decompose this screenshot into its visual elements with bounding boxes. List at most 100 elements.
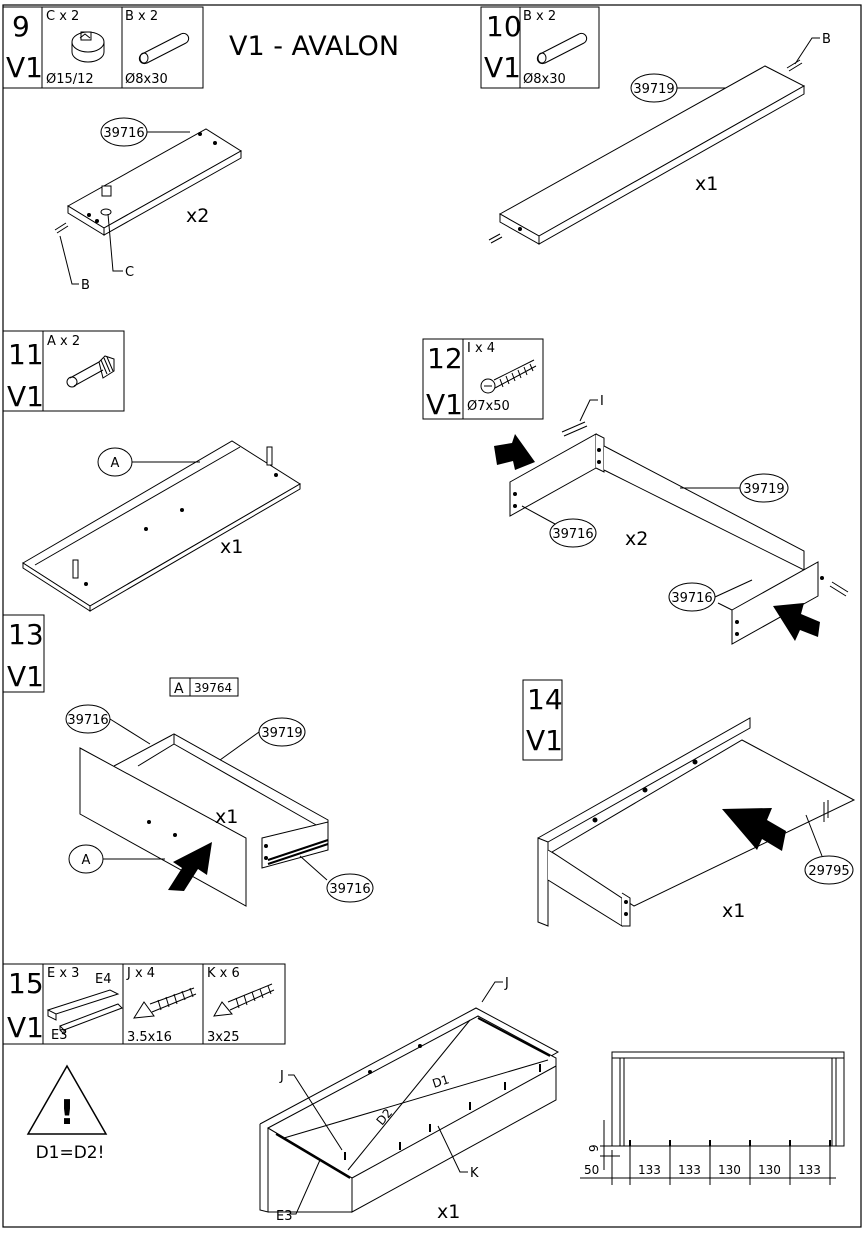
dim-spacing-5: 133 (798, 1163, 821, 1177)
s12-qty: x2 (625, 528, 648, 550)
screw-icon (133, 987, 197, 1019)
warning-mark: ! (59, 1093, 75, 1133)
dim-spacing-4: 130 (758, 1163, 781, 1177)
step-11: 11 V1 A x 2 A x1 (2, 330, 301, 612)
step-13: 13 V1 A 39764 39716 39719 x1 A 39716 (2, 614, 374, 907)
step-13-header-box (2, 614, 45, 693)
step-13-version: V1 (7, 660, 44, 693)
dimension-drawing (580, 1051, 845, 1185)
frame-assembly-drawing (509, 421, 849, 645)
drawer-box-drawing (79, 733, 329, 907)
panel-a-drawing (22, 440, 301, 612)
step-15-version: V1 (7, 1011, 44, 1044)
step-10-version: V1 (484, 51, 521, 84)
warning-text: D1=D2! (36, 1143, 105, 1163)
dim-spacing-1: 133 (638, 1163, 661, 1177)
s9-b-label: B (81, 278, 90, 293)
push-arrow-icon (168, 842, 212, 891)
step-9-version: V1 (6, 51, 43, 84)
s11-a-callout: A (111, 456, 120, 471)
cabinet-base-drawing (537, 717, 856, 927)
s15-e3-label: E3 (276, 1209, 293, 1224)
s15-k-label: K (470, 1166, 479, 1181)
board-39716-drawing (54, 128, 242, 236)
s13-a-callout: A (82, 853, 91, 868)
step-9-part-c-size: Ø15/12 (46, 72, 94, 87)
step-10-header-box (480, 6, 600, 89)
step-15-part-k-size: 3x25 (207, 1030, 240, 1045)
step-14-version: V1 (526, 724, 563, 757)
s10-qty: x1 (695, 173, 718, 195)
step-12-part-i-qty: I x 4 (467, 341, 495, 356)
step-14-number: 14 (527, 683, 563, 716)
step-10-number: 10 (486, 10, 522, 43)
dim-spacing-2: 133 (678, 1163, 701, 1177)
step-11-number: 11 (8, 338, 44, 371)
connector-bolt-icon (66, 355, 115, 388)
s13-qty: x1 (215, 806, 238, 828)
step-10-part-b-qty: B x 2 (523, 9, 556, 24)
s12-i-label: I (600, 394, 604, 409)
step-11-part-a-qty: A x 2 (47, 334, 80, 349)
push-arrow-icon (722, 808, 786, 851)
page-title: V1 - AVALON (229, 31, 399, 62)
step-12-part-i-size: Ø7x50 (467, 399, 510, 414)
drawer-runner-icon (46, 989, 123, 1036)
s14-qty: x1 (722, 900, 745, 922)
screw-icon (480, 359, 537, 394)
s14-part-callout: 29795 (808, 864, 849, 879)
s11-qty: x1 (220, 536, 243, 558)
s9-c-label: C (125, 265, 134, 280)
cam-lock-icon (71, 31, 105, 63)
step-9-number: 9 (12, 10, 30, 43)
step-9-part-b-qty: B x 2 (125, 9, 158, 24)
s12-side-callout: 39719 (743, 482, 784, 497)
dim-spacing-3: 130 (718, 1163, 741, 1177)
step-12-header-box (422, 338, 544, 420)
dim-vertical: 9 (587, 1144, 601, 1152)
board-39719-drawing (488, 59, 806, 245)
s10-part-callout: 39719 (633, 82, 674, 97)
s15-j2-label: J (279, 1069, 284, 1084)
push-arrow-icon (494, 434, 535, 470)
step-12-number: 12 (427, 342, 463, 375)
s9-part-callout: 39716 (103, 126, 144, 141)
step-15-part-e4: E4 (95, 972, 112, 987)
dowel-icon (536, 32, 588, 65)
step-9: 9 V1 C x 2 Ø15/12 B x 2 Ø8x30 V1 - AVALO… (2, 6, 399, 293)
s13-ref-letter: A (174, 681, 184, 697)
s9-qty: x2 (186, 205, 209, 227)
step-15: 15 V1 E x 3 E4 E3 J x 4 3.5x16 K x 6 3x2… (2, 963, 845, 1224)
s13-front-callout: 39716 (67, 713, 108, 728)
s13-back-callout: 39716 (329, 882, 370, 897)
warning-triangle-icon (26, 1064, 108, 1135)
step-15-part-e-qty: E x 3 (47, 966, 79, 981)
step-15-part-j-size: 3.5x16 (127, 1030, 172, 1045)
s13-side-callout: 39719 (261, 726, 302, 741)
step-10: 10 V1 B x 2 Ø8x30 B 39719 x1 (480, 6, 831, 245)
s10-b-label: B (822, 32, 831, 47)
step-9-part-b-size: Ø8x30 (125, 72, 168, 87)
step-12: 12 V1 I x 4 Ø7x50 I (422, 338, 849, 645)
step-10-part-b-size: Ø8x30 (523, 72, 566, 87)
step-15-header-box (2, 963, 286, 1045)
step-9-header-box (2, 6, 204, 89)
step-13-ref-box (169, 677, 239, 697)
step-15-part-j-qty: J x 4 (126, 966, 155, 981)
step-14: 14 V1 29795 x1 (522, 679, 856, 927)
step-9-part-c-qty: C x 2 (46, 9, 79, 24)
push-arrow-icon (773, 603, 820, 641)
s15-qty: x1 (437, 1201, 460, 1223)
step-13-number: 13 (8, 618, 44, 651)
dowel-icon (138, 32, 190, 65)
s12-front1-callout: 39716 (552, 527, 593, 542)
step-15-part-k-qty: K x 6 (207, 966, 240, 981)
step-15-part-e3: E3 (51, 1028, 68, 1043)
screw-icon (213, 983, 275, 1017)
dim-offset: 50 (584, 1163, 599, 1177)
s15-d1-label: D1 (431, 1072, 451, 1091)
step-14-header-box (522, 679, 563, 761)
s12-front2-callout: 39716 (671, 591, 712, 606)
